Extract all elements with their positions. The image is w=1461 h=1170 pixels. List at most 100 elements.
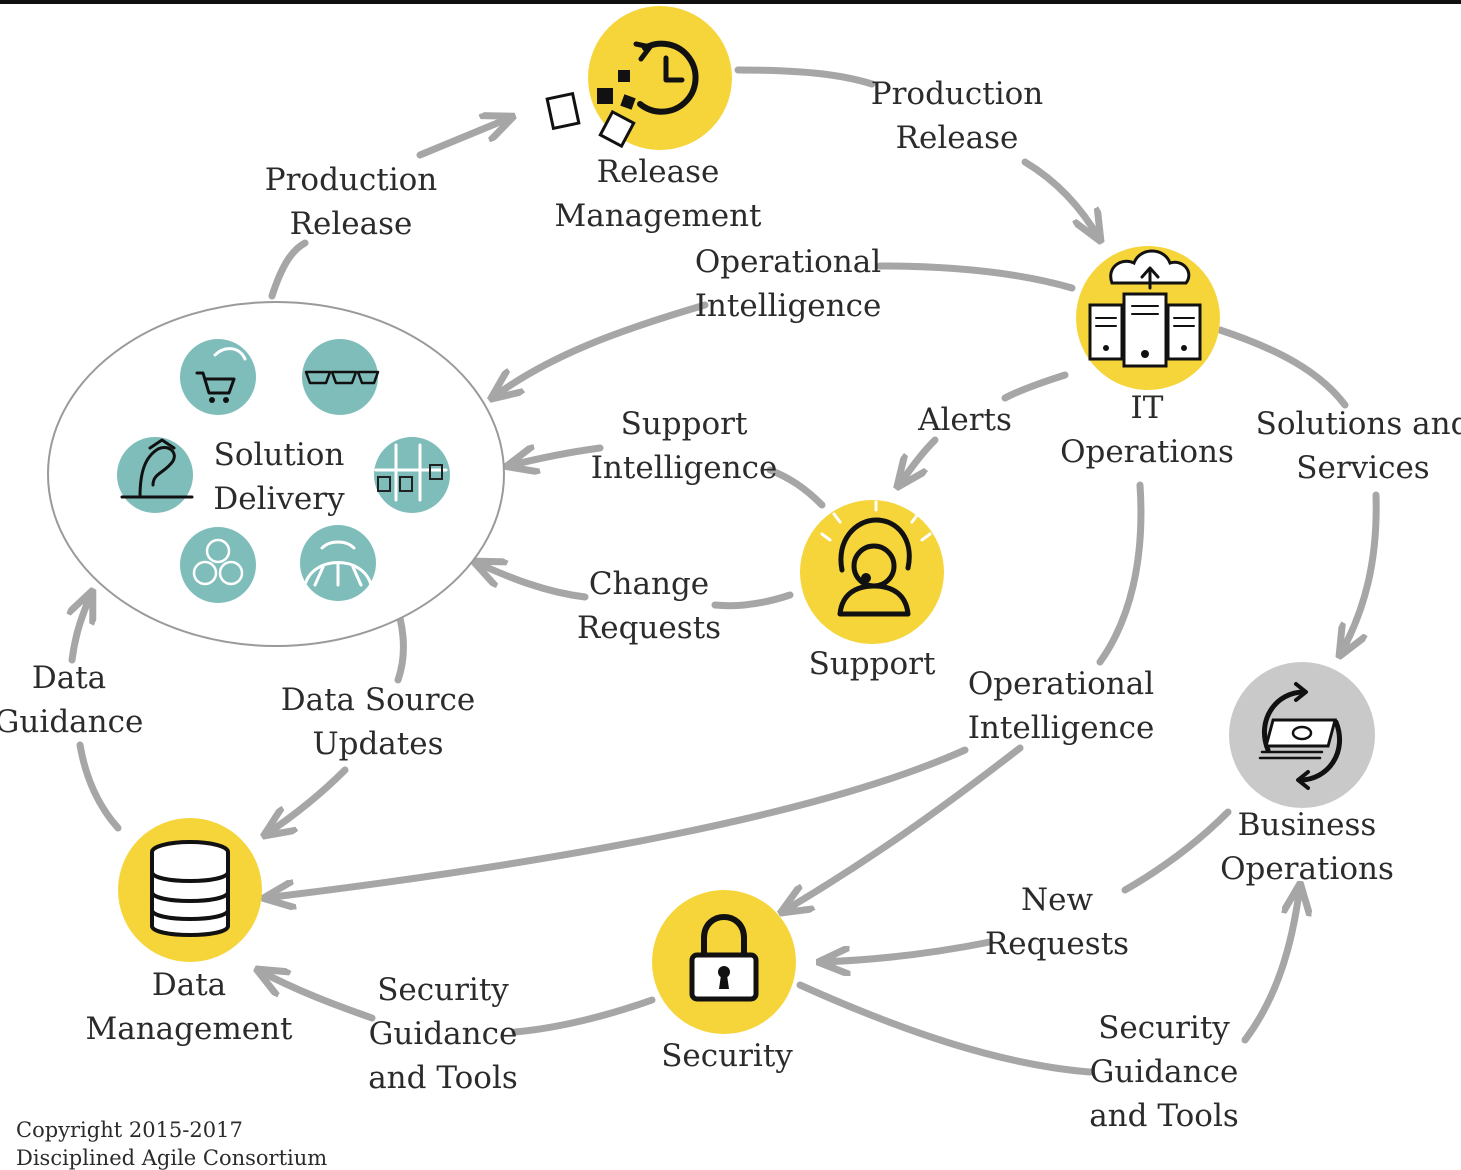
- arrow-security-guidance-left-head: [258, 970, 376, 1022]
- node-business-operations-line1: Business: [1238, 807, 1377, 843]
- arrow-operational-intelligence-to-data: [265, 746, 969, 898]
- arrow-change-requests: [711, 591, 794, 610]
- top-border-strip: [0, 0, 1461, 4]
- flow-operational-intelligence-bottom-line2: Intelligence: [968, 710, 1155, 746]
- svg-text:Management: Management: [85, 1011, 293, 1047]
- svg-text:Data: Data: [152, 967, 226, 1003]
- copyright-line2: Disciplined Agile Consortium: [16, 1146, 327, 1170]
- svg-text:Business: Business: [1238, 807, 1377, 843]
- flow-label-security-guidance-right: Security Guidance and Tools: [1089, 1010, 1239, 1134]
- database-icon: [150, 840, 230, 937]
- node-data-management-line1: Data: [152, 967, 226, 1003]
- practice-icon-board: [374, 437, 450, 513]
- node-solution-delivery-line1: Solution: [214, 437, 345, 473]
- svg-text:Guidance: Guidance: [0, 704, 143, 740]
- flow-label-new-requests: New Requests: [985, 882, 1129, 962]
- node-business-operations-line2: Operations: [1220, 851, 1394, 887]
- flow-change-requests-line2: Requests: [577, 610, 721, 646]
- flow-support-intelligence-line2: Intelligence: [591, 450, 778, 486]
- arrow-solutions-and-services-head: [1340, 491, 1380, 655]
- flow-label-operational-intelligence-bottom: Operational Intelligence: [968, 666, 1155, 746]
- svg-text:Copyright 2015-2017: Copyright 2015-2017: [16, 1118, 243, 1142]
- flow-security-guidance-left-line1: Security: [377, 972, 509, 1008]
- svg-text:Security: Security: [661, 1038, 793, 1074]
- copyright-notice: Copyright 2015-2017 Disciplined Agile Co…: [16, 1118, 327, 1170]
- node-it-operations-line2: Operations: [1060, 434, 1234, 470]
- flow-production-release-left-line1: Production: [265, 162, 438, 198]
- arrow-operational-intelligence-top: [876, 262, 1076, 292]
- svg-text:Solutions and: Solutions and: [1256, 406, 1461, 442]
- arrow-production-release-left: [268, 117, 512, 300]
- svg-text:and Tools: and Tools: [1089, 1098, 1239, 1134]
- flow-production-release-right-line2: Release: [896, 120, 1019, 156]
- practice-icon-carts: [302, 339, 380, 415]
- flow-label-solutions-and-services: Solutions and Services: [1256, 406, 1461, 486]
- svg-text:Delivery: Delivery: [213, 481, 345, 517]
- flow-label-security-guidance-left: Security Guidance and Tools: [368, 972, 518, 1096]
- svg-text:Intelligence: Intelligence: [968, 710, 1155, 746]
- flow-security-guidance-right-line1: Security: [1098, 1010, 1230, 1046]
- arrow-security-guidance-right: [796, 981, 1094, 1076]
- flow-security-guidance-right-line3: and Tools: [1089, 1098, 1239, 1134]
- money-cycle-icon: [1258, 682, 1343, 790]
- arrow-data-source-updates-head: [265, 766, 349, 835]
- practice-icon-process: [117, 437, 194, 513]
- arrow-change-requests-head: [475, 562, 589, 601]
- flow-production-release-right-line1: Production: [871, 76, 1044, 112]
- arrow-operational-intelligence-to-security: [782, 744, 1024, 912]
- arrow-solutions-and-services: [1216, 326, 1349, 409]
- svg-text:Services: Services: [1296, 450, 1429, 486]
- flow-label-production-release-left: Production Release: [265, 162, 438, 242]
- node-data-management-line2: Management: [85, 1011, 293, 1047]
- arrow-production-release-right: [734, 66, 876, 88]
- flow-data-source-updates-line2: Updates: [312, 726, 443, 762]
- flow-data-source-updates-line1: Data Source: [281, 682, 476, 718]
- svg-text:Security: Security: [377, 972, 509, 1008]
- node-release-management-line1: Release: [597, 154, 720, 190]
- svg-text:Operations: Operations: [1220, 851, 1394, 887]
- flow-new-requests-line2: Requests: [985, 926, 1129, 962]
- svg-text:Support: Support: [809, 646, 936, 682]
- security-node: Security: [652, 890, 796, 1074]
- it-operations-node: IT Operations: [1060, 246, 1234, 470]
- svg-text:Disciplined Agile Consortium: Disciplined Agile Consortium: [16, 1146, 327, 1170]
- flow-operational-intelligence-bottom-line1: Operational: [968, 666, 1154, 702]
- arrow-alerts-head: [898, 436, 939, 486]
- flow-solutions-and-services-line1: Solutions and: [1256, 406, 1461, 442]
- flow-labels: Production Release Production Release Op…: [0, 76, 1461, 1134]
- arrow-data-guidance: [76, 741, 122, 832]
- flow-data-guidance-line1: Data: [32, 660, 106, 696]
- arrow-security-guidance-left: [511, 996, 656, 1036]
- node-it-operations-line1: IT: [1131, 390, 1164, 426]
- svg-text:Solution: Solution: [214, 437, 345, 473]
- flow-label-support-intelligence: Support Intelligence: [591, 406, 778, 486]
- arrow-security-guidance-right-head: [1241, 885, 1300, 1044]
- practice-icon-team: [180, 527, 256, 603]
- copyright-line1: Copyright 2015-2017: [16, 1118, 243, 1142]
- svg-text:Intelligence: Intelligence: [695, 288, 882, 324]
- solution-delivery-node: Solution Delivery: [47, 301, 505, 647]
- arrow-support-intelligence-head: [508, 448, 604, 466]
- arrow-new-requests-head: [820, 938, 994, 962]
- arrow-support-intelligence: [766, 466, 826, 509]
- svg-text:Release: Release: [896, 120, 1019, 156]
- flow-change-requests-line1: Change: [589, 566, 709, 602]
- svg-text:Alerts: Alerts: [917, 402, 1012, 438]
- server-cloud-icon: [1088, 249, 1202, 368]
- flow-solutions-and-services-line2: Services: [1296, 450, 1429, 486]
- flow-label-operational-intelligence-top: Operational Intelligence: [695, 244, 882, 324]
- flow-security-guidance-right-line2: Guidance: [1090, 1054, 1239, 1090]
- flow-data-guidance-line2: Guidance: [0, 704, 143, 740]
- arrow-operational-intelligence-top-head: [492, 301, 709, 398]
- flow-security-guidance-left-line2: Guidance: [369, 1016, 518, 1052]
- flow-operational-intelligence-top-line1: Operational: [695, 244, 881, 280]
- svg-text:Production: Production: [871, 76, 1044, 112]
- flow-new-requests-line1: New: [1021, 882, 1093, 918]
- svg-text:Guidance: Guidance: [369, 1016, 518, 1052]
- flow-label-production-release-right: Production Release: [871, 76, 1044, 156]
- svg-text:Support: Support: [621, 406, 748, 442]
- svg-text:IT: IT: [1131, 390, 1164, 426]
- svg-text:Operational: Operational: [968, 666, 1154, 702]
- flow-production-release-left-line2: Release: [290, 206, 413, 242]
